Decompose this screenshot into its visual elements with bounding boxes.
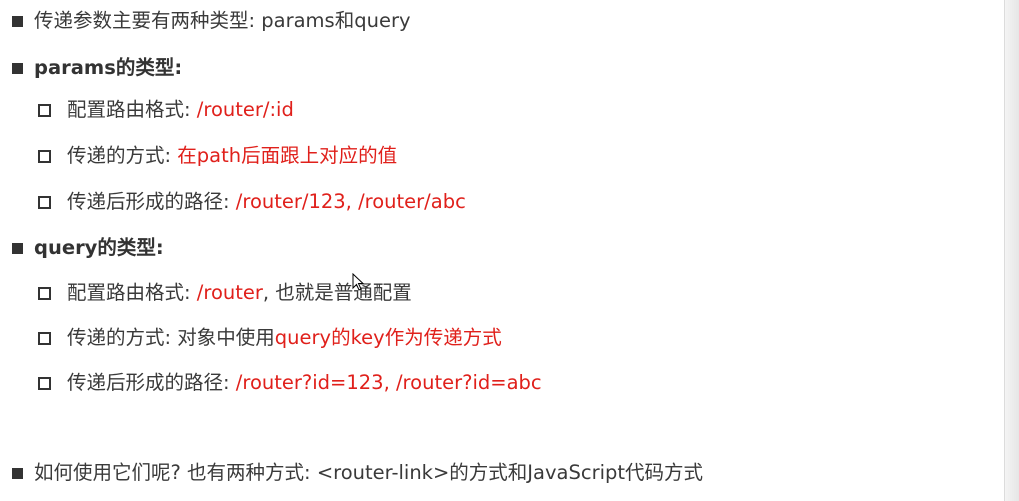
mouse-pointer-icon — [352, 273, 364, 291]
params-method-label: 传递的方式: — [67, 144, 178, 167]
params-method-line: 传递的方式: 在path后面跟上对应的值 — [67, 143, 397, 169]
intro-text: 传递参数主要有两种类型: params和query — [34, 9, 411, 32]
query-format-line: 配置路由格式: /router, 也就是普通配置 — [67, 280, 412, 306]
query-path-line: 传递后形成的路径: /router?id=123, /router?id=abc — [67, 370, 542, 396]
query-heading: query的类型: — [34, 236, 164, 259]
bullet-square-filled — [12, 243, 23, 254]
bullet-square-filled — [12, 468, 23, 479]
bullet-square-hollow — [38, 377, 51, 390]
query-format-suffix: , 也就是普通配置 — [262, 281, 412, 304]
bullet-square-hollow — [38, 332, 51, 345]
params-path-line: 传递后形成的路径: /router/123, /router/abc — [67, 189, 466, 215]
params-format-line: 配置路由格式: /router/:id — [67, 97, 294, 123]
params-path-label: 传递后形成的路径: — [67, 190, 236, 213]
query-method-label: 传递的方式: 对象中使用 — [67, 326, 275, 349]
params-format-label: 配置路由格式: — [67, 98, 197, 121]
params-path-value: /router/123, /router/abc — [235, 190, 466, 213]
query-path-value: /router?id=123, /router?id=abc — [235, 371, 542, 394]
bullet-square-filled — [12, 63, 23, 74]
window-edge — [1004, 0, 1019, 501]
query-path-label: 传递后形成的路径: — [67, 371, 236, 394]
params-format-value: /router/:id — [196, 98, 294, 121]
query-method-value: query的key作为传递方式 — [274, 326, 502, 349]
usage-text: 如何使用它们呢? 也有两种方式: <router-link>的方式和JavaSc… — [34, 461, 704, 484]
params-method-value: 在path后面跟上对应的值 — [177, 144, 398, 167]
params-heading: params的类型: — [34, 56, 183, 79]
query-method-line: 传递的方式: 对象中使用query的key作为传递方式 — [67, 325, 502, 351]
bullet-square-hollow — [38, 287, 51, 300]
bullet-square-hollow — [38, 196, 51, 209]
bullet-square-hollow — [38, 104, 51, 117]
bullet-square-filled — [12, 16, 23, 27]
query-format-label: 配置路由格式: — [67, 281, 197, 304]
query-format-value: /router — [196, 281, 263, 304]
bullet-square-hollow — [38, 150, 51, 163]
